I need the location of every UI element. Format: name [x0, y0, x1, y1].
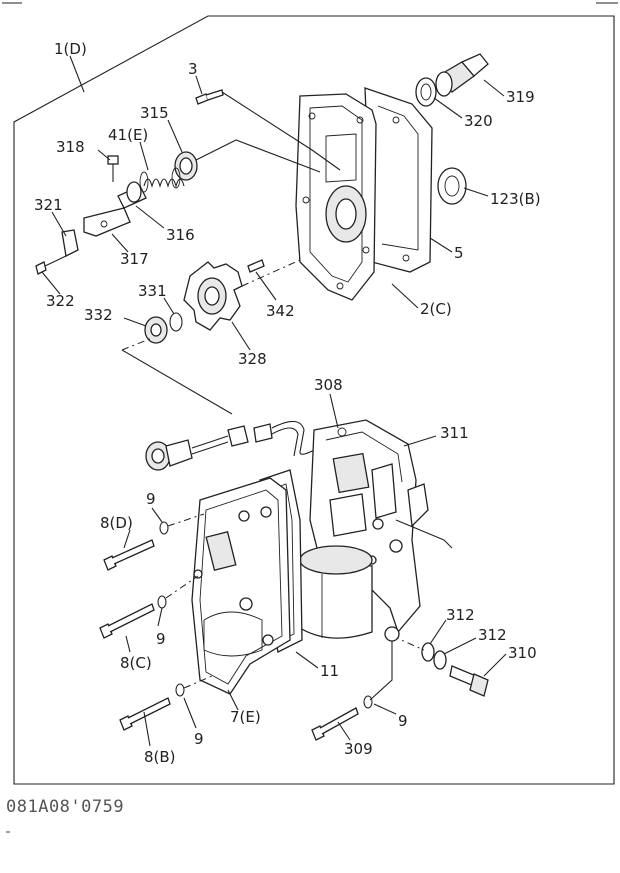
- label-9-upper: 9: [146, 490, 156, 508]
- label-8c: 8(C): [120, 654, 152, 672]
- label-3: 3: [188, 60, 198, 78]
- bolt-309: [311, 707, 359, 741]
- label-11: 11: [320, 662, 339, 680]
- nut-332: [144, 316, 168, 344]
- leader-seal-315: [195, 139, 321, 173]
- label-322: 322: [46, 292, 75, 310]
- washer-9-right: [363, 695, 373, 709]
- shaft-316: [117, 181, 147, 209]
- wire-harness-308: [145, 420, 335, 471]
- assembly-frame: [13, 15, 615, 785]
- actuator-motor: [299, 545, 373, 639]
- label-1d: 1(D): [54, 40, 87, 58]
- bolt-310: [449, 665, 489, 697]
- label-319: 319: [506, 88, 535, 106]
- leader-to-actuator: [121, 349, 233, 415]
- washer-312-a: [421, 642, 435, 662]
- leader-bolt-3: [221, 91, 341, 171]
- label-310: 310: [508, 644, 537, 662]
- washer-9-upper: [159, 521, 169, 535]
- label-332: 332: [84, 306, 113, 324]
- center-line-rotor: [241, 259, 301, 287]
- bolt-3: [195, 89, 224, 105]
- bolt-322: [35, 255, 67, 275]
- label-8d: 8(D): [100, 514, 133, 532]
- center-line-8b: [183, 675, 213, 689]
- label-123b: 123(B): [490, 190, 541, 208]
- washer-9-lower: [175, 683, 185, 697]
- drawing-code: 081A08'0759: [6, 797, 124, 817]
- label-312-b: 312: [478, 626, 507, 644]
- lever-317: [83, 207, 131, 237]
- label-5: 5: [454, 244, 464, 262]
- label-312-a: 312: [446, 606, 475, 624]
- oil-seal-123b: [437, 167, 467, 205]
- label-9-lower: 9: [194, 730, 204, 748]
- label-331: 331: [138, 282, 167, 300]
- label-9-middle: 9: [156, 630, 166, 648]
- gasket-ring-320: [415, 77, 437, 107]
- label-9-right: 9: [398, 712, 408, 730]
- label-7e: 7(E): [230, 708, 261, 726]
- label-321: 321: [34, 196, 63, 214]
- snap-ring-331: [169, 312, 183, 332]
- center-line-nut: [121, 337, 153, 351]
- bolt-8b: [119, 697, 171, 731]
- screw-318: [107, 155, 119, 182]
- gear-case-group: [295, 87, 433, 301]
- label-342: 342: [266, 302, 295, 320]
- label-309: 309: [344, 740, 373, 758]
- bolt-8d: [103, 539, 155, 571]
- center-line-8c: [165, 575, 199, 599]
- leader-309: [369, 640, 393, 701]
- actuator-boss: [384, 626, 400, 642]
- label-311: 311: [440, 424, 469, 442]
- label-328: 328: [238, 350, 267, 368]
- label-316: 316: [166, 226, 195, 244]
- key-342: [247, 259, 265, 273]
- spring-41e: [139, 167, 185, 193]
- washer-9-middle: [157, 595, 167, 609]
- label-317: 317: [120, 250, 149, 268]
- bolt-8c: [99, 603, 155, 639]
- rotor-328: [183, 261, 243, 331]
- leader-lines: [41, 55, 507, 747]
- label-318: 318: [56, 138, 85, 156]
- label-320: 320: [464, 112, 493, 130]
- washer-312-b: [433, 650, 447, 670]
- label-315: 315: [140, 104, 169, 122]
- bracket-321: [61, 229, 79, 257]
- label-2c: 2(C): [420, 300, 452, 318]
- cover-7e: [191, 477, 291, 695]
- label-308: 308: [314, 376, 343, 394]
- center-line-8d: [167, 513, 205, 527]
- label-8b: 8(B): [144, 748, 176, 766]
- sensor-plug-319: [435, 53, 489, 97]
- label-41e: 41(E): [108, 126, 148, 144]
